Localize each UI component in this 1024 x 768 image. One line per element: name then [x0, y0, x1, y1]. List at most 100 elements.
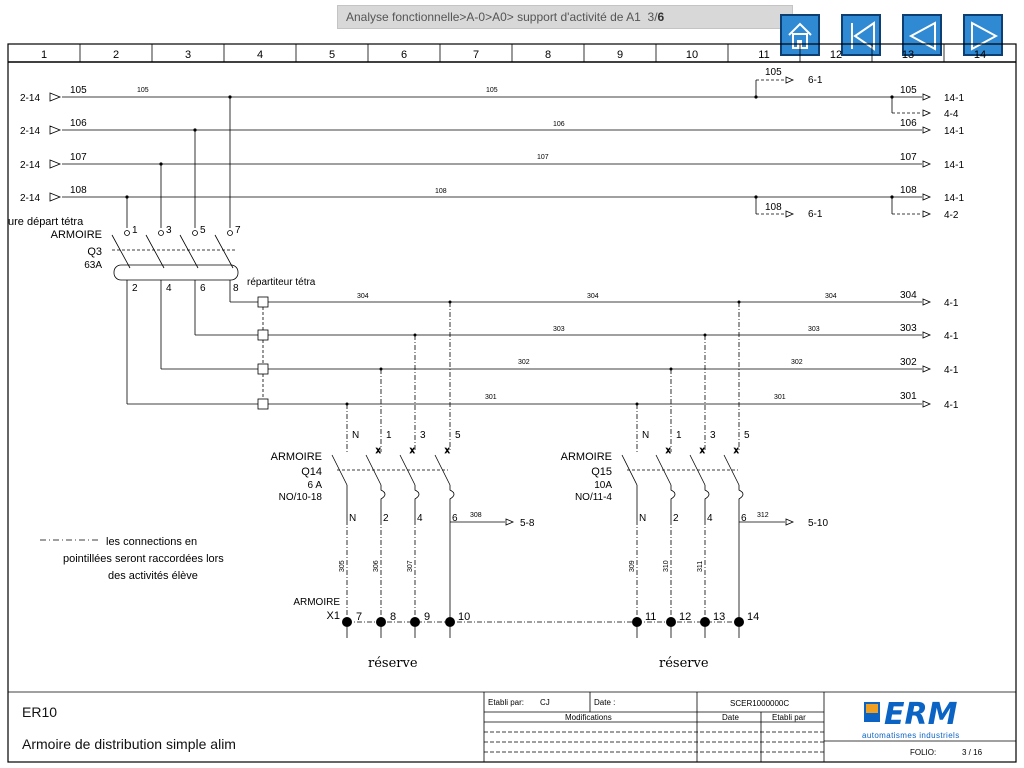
drawing-reference: SCER1000000C: [730, 699, 789, 708]
x1-term-9: 9: [424, 611, 430, 623]
repartiteur-label: répartiteur tétra: [247, 277, 316, 288]
q15-top-5: 5: [744, 430, 750, 441]
x1-term-7: 7: [356, 611, 362, 623]
ruler-column-13: 13: [902, 49, 914, 61]
terminal-7: [342, 617, 352, 627]
ref-107-end: 14-1: [944, 160, 964, 171]
q3-rating: 63A: [84, 260, 102, 271]
q15-ref: NO/11-4: [575, 492, 612, 503]
ruler-column-5: 5: [329, 49, 335, 61]
wire-106-end: 106: [900, 118, 917, 129]
ref-105-end2: 4-4: [944, 109, 959, 120]
ruler-column-14: 14: [974, 49, 986, 61]
wire-305: 305: [339, 560, 346, 572]
wire-106-start: 106: [70, 118, 87, 129]
erm-logo: ERM: [864, 697, 958, 732]
x1-term-8: 8: [390, 611, 396, 623]
wire-107-end: 107: [900, 152, 917, 163]
q14-top-n: N: [352, 430, 359, 441]
ref-304: 4-1: [944, 298, 959, 309]
terminal-10: [445, 617, 455, 627]
wire-312: 312: [757, 512, 769, 519]
folio-value: 3 / 16: [962, 748, 983, 757]
first-page-button[interactable]: [841, 14, 881, 56]
logo-subtitle: automatismes industriels: [862, 731, 960, 740]
wire-105-mid2: 105: [486, 87, 498, 94]
wire-107-start: 107: [70, 152, 87, 163]
breaker-q3: [111, 230, 932, 410]
date-column-header: Date: [722, 713, 739, 722]
x1-location: ARMOIRE: [293, 597, 340, 608]
ruler-column-4: 4: [257, 49, 263, 61]
wire-306: 306: [373, 560, 380, 572]
wire-302-a: 302: [518, 359, 530, 366]
q14-ref: NO/10-18: [279, 492, 323, 503]
folio-label: FOLIO:: [910, 748, 936, 757]
q14-bot-6: 6: [452, 513, 458, 524]
svg-text:x: x: [445, 445, 450, 455]
ref-108-branch: 6-1: [808, 209, 823, 220]
ref-108-end: 14-1: [944, 193, 964, 204]
q15-rating: 10A: [594, 480, 612, 491]
wire-301-a: 301: [485, 394, 497, 401]
etabli-value: CJ: [540, 698, 550, 707]
q3-term-2: 2: [132, 283, 138, 294]
previous-page-button[interactable]: [902, 14, 942, 56]
logo-text: ERM: [884, 697, 958, 732]
ref-108-end2: 4-2: [944, 210, 959, 221]
breadcrumb: Analyse fonctionnelle>A-0>A0> support d'…: [337, 5, 793, 29]
q3-term-7: 7: [235, 225, 241, 236]
q15-top-3: 3: [710, 430, 716, 441]
ruler-column-3: 3: [185, 49, 191, 61]
sheet-frame: [7, 43, 1017, 763]
breadcrumb-path: Analyse fonctionnelle>A-0>A0> support d'…: [346, 10, 641, 24]
note-line-2: pointillées seront raccordées lors: [63, 553, 224, 565]
x1-tag: X1: [327, 610, 340, 622]
wire-307: 307: [407, 560, 414, 572]
terminal-stubs: [346, 627, 740, 638]
ref-312: 5-10: [808, 518, 828, 529]
dashed-drops: [346, 302, 740, 623]
q3-term-8: 8: [233, 283, 239, 294]
wire-105-start: 105: [70, 85, 87, 96]
wire-107-mid: 107: [537, 154, 549, 161]
wire-301-end: 301: [900, 391, 917, 402]
ref-308: 5-8: [520, 518, 535, 529]
drawing-title: Armoire de distribution simple alim: [22, 736, 236, 752]
q14-bot-2: 2: [383, 513, 389, 524]
ref-105-branch: 6-1: [808, 75, 823, 86]
date-label: Date :: [594, 698, 615, 707]
wire-105-mid1: 105: [137, 87, 149, 94]
modifications-header: Modifications: [565, 713, 612, 722]
wire-303-b: 303: [808, 326, 820, 333]
svg-text:x: x: [666, 445, 671, 455]
project-code: ER10: [22, 704, 58, 720]
q14-bot-n: N: [349, 513, 356, 524]
ruler-column-9: 9: [617, 49, 623, 61]
terminal-9: [410, 617, 420, 627]
wire-105-branch: 105: [765, 67, 782, 78]
q14-location: ARMOIRE: [271, 451, 322, 463]
next-page-button[interactable]: [963, 14, 1003, 56]
q14-top-1: 1: [386, 430, 392, 441]
q15-bot-n: N: [639, 513, 646, 524]
wire-303-a: 303: [553, 326, 565, 333]
q3-desc: ure départ tétra: [8, 216, 84, 228]
wire-304-c: 304: [825, 293, 837, 300]
skip-first-icon: [851, 21, 875, 51]
ref-in-107: 2-14: [20, 160, 40, 171]
q15-bot-6: 6: [741, 513, 747, 524]
note-line-1: les connections en: [106, 536, 197, 548]
ruler-column-8: 8: [545, 49, 551, 61]
ruler-column-11: 11: [758, 49, 769, 61]
terminal-8: [376, 617, 386, 627]
q3-location: ARMOIRE: [51, 229, 102, 241]
q15-bot-4: 4: [707, 513, 713, 524]
wire-308: 308: [470, 512, 482, 519]
reserve-left: réserve: [368, 656, 418, 671]
terminal-12: [666, 617, 676, 627]
reserve-right: réserve: [659, 656, 709, 671]
q3-term-3: 3: [166, 225, 172, 236]
